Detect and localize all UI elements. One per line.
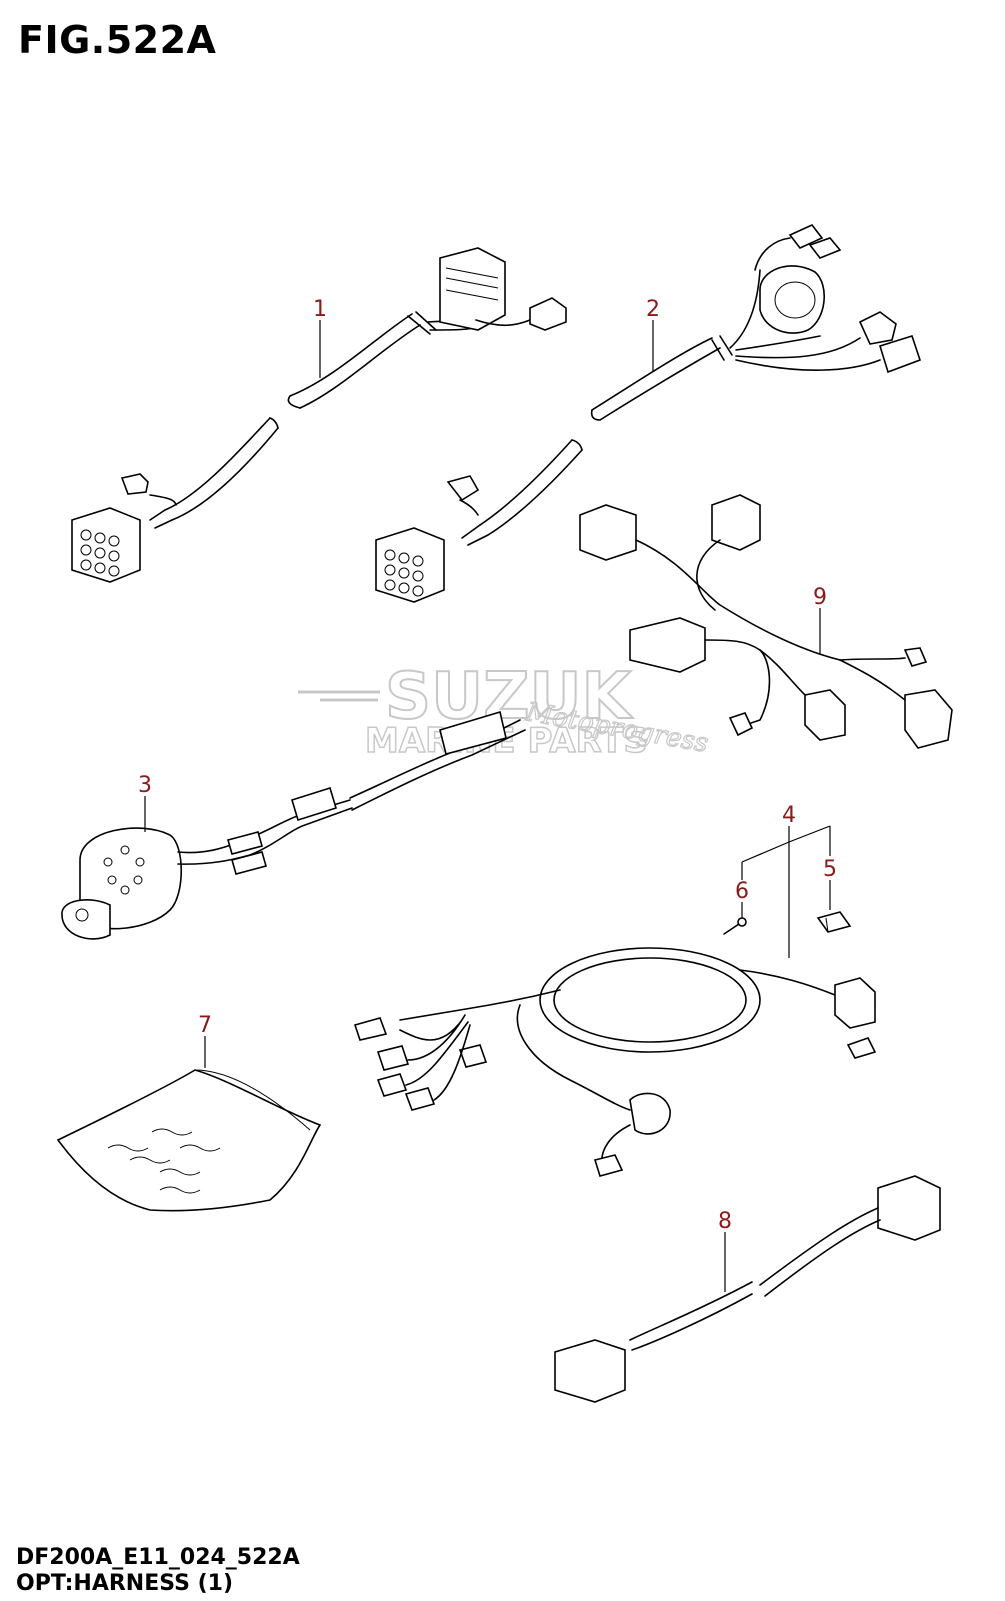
callout-3: 3 bbox=[138, 773, 152, 798]
callout-2: 2 bbox=[646, 297, 660, 322]
part-8-harness[interactable] bbox=[554, 1175, 941, 1403]
watermark: SUZUK MARINE PARTS Motoprogress bbox=[298, 659, 711, 762]
part-2-harness[interactable] bbox=[375, 224, 922, 603]
figure-code: DF200A_E11_024_522A bbox=[16, 1545, 300, 1570]
callout-6: 6 bbox=[735, 879, 749, 904]
part-5-cap[interactable] bbox=[816, 911, 852, 933]
callout-9: 9 bbox=[813, 585, 827, 610]
part-7-bag[interactable] bbox=[56, 1069, 322, 1212]
part-9-harness[interactable] bbox=[579, 494, 953, 749]
part-3-sensor[interactable] bbox=[61, 710, 526, 940]
callout-4: 4 bbox=[782, 803, 796, 828]
figure-title: FIG.522A bbox=[18, 18, 217, 62]
callouts: 1 2 3 4 5 6 7 8 9 bbox=[138, 297, 837, 1234]
part-4-harness[interactable] bbox=[353, 947, 877, 1177]
figure-name: OPT:HARNESS (1) bbox=[16, 1571, 234, 1596]
callout-5: 5 bbox=[823, 857, 837, 882]
watermark-line1: SUZUK bbox=[385, 660, 633, 734]
part-6-screw[interactable] bbox=[723, 917, 747, 935]
part-1-harness[interactable] bbox=[71, 247, 567, 583]
callout-1: 1 bbox=[313, 297, 327, 322]
leader-lines bbox=[144, 320, 831, 1292]
callout-8: 8 bbox=[718, 1209, 732, 1234]
callout-7: 7 bbox=[198, 1013, 212, 1038]
